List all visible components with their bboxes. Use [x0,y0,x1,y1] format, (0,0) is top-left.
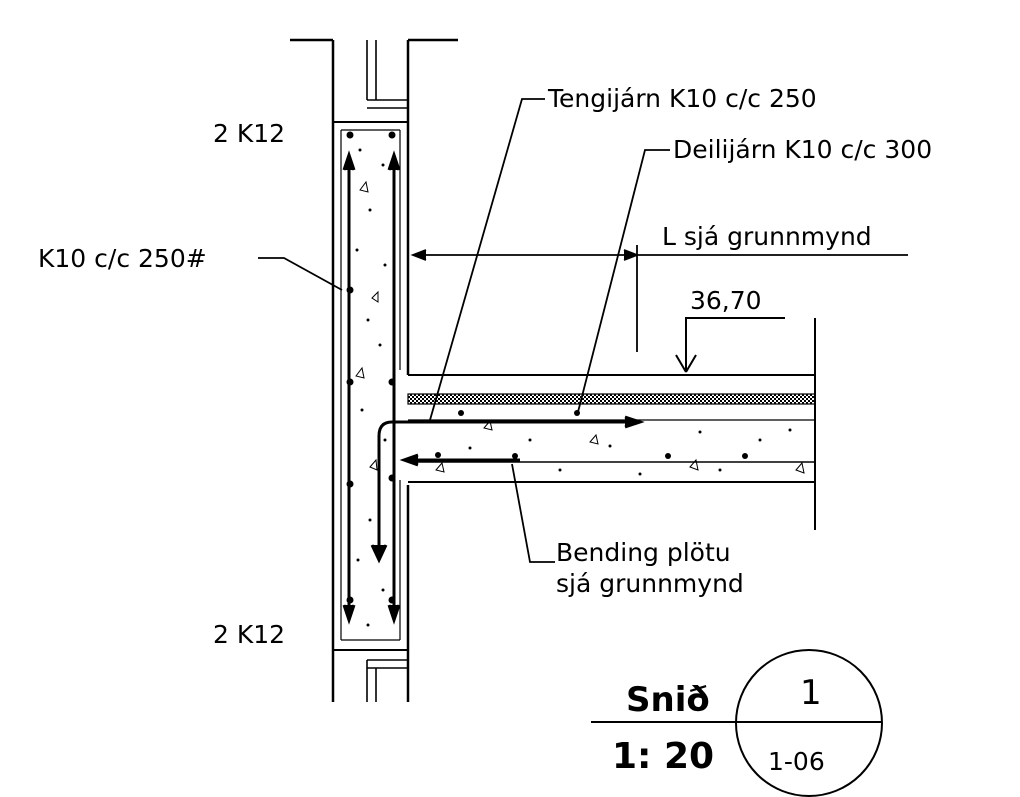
rebar-dots [346,131,748,604]
wall-masonry-bottom [331,649,410,702]
concrete-aggregate [355,148,805,627]
floor-slab [407,318,816,530]
title-section-label: Snið [626,680,710,720]
label-span: L sjá grunnmynd [662,222,872,251]
label-level: 36,70 [690,286,762,315]
label-wall-rebar-bottom: 2 K12 [213,620,285,649]
label-distribution-bars: Deilijárn K10 c/c 300 [673,135,932,164]
label-wall-rebar-top: 2 K12 [213,119,285,148]
concrete-wall [331,122,410,650]
label-slab-rebar-1: Bending plötu [556,538,731,567]
title-scale: 1: 20 [612,736,714,777]
label-wall-mesh: K10 c/c 250# [38,244,207,273]
label-connector-bars: Tengijárn K10 c/c 250 [547,84,817,113]
label-slab-rebar-2: sjá grunnmynd [556,569,744,598]
connector-bar [370,415,645,564]
leader-lines [258,98,670,563]
title-sheet-ref: 1-06 [768,747,825,776]
title-detail-number: 1 [800,673,822,713]
wall-rebar [342,150,401,625]
wall-masonry-top [290,38,458,123]
level-marker [675,317,785,373]
title-block [591,649,883,797]
span-dimension [410,245,908,352]
